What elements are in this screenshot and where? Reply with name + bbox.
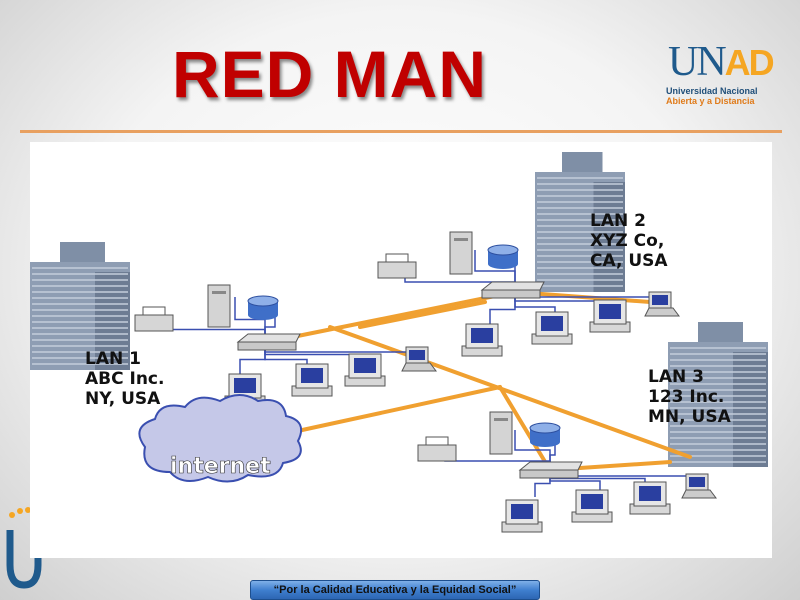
footer-slogan: “Por la Calidad Educativa y la Equidad S… <box>250 580 540 600</box>
laptop-icon <box>681 473 717 499</box>
computer-icon <box>571 489 613 523</box>
lan1-label-location: NY, USA <box>85 389 161 409</box>
network-switch-icon <box>480 281 545 299</box>
laptop-icon <box>401 346 437 372</box>
lan3-label-name: LAN 3 <box>648 367 704 387</box>
computer-icon <box>501 499 543 533</box>
lan2-label-name: LAN 2 <box>590 211 646 231</box>
computer-icon <box>344 353 386 387</box>
lan1-label-company: ABC Inc. <box>85 369 164 389</box>
lan1-label-name: LAN 1 <box>85 349 141 369</box>
side-logo-mark <box>6 507 42 589</box>
network-switch-icon <box>236 333 301 351</box>
storage-disk-icon <box>247 295 279 320</box>
lan2-building <box>535 152 625 292</box>
backbone-link <box>266 290 517 344</box>
computer-icon <box>629 481 671 515</box>
internet-cloud: internet <box>138 394 302 483</box>
computer-icon <box>291 363 333 397</box>
storage-disk-icon <box>529 422 561 447</box>
printer-icon <box>134 306 174 332</box>
logo-line-1: Universidad Nacional <box>666 86 758 96</box>
computer-icon <box>531 311 573 345</box>
title-divider <box>20 130 782 133</box>
computer-icon <box>589 299 631 333</box>
storage-disk-icon <box>487 244 519 269</box>
logo-ad: AD <box>724 42 775 83</box>
backbone-link <box>498 385 552 472</box>
printer-icon <box>417 436 457 462</box>
internet-label: internet <box>170 454 271 479</box>
slide-title: RED MAN <box>172 37 487 111</box>
server-icon <box>449 231 473 275</box>
server-icon <box>207 284 231 328</box>
lan3-label-location: MN, USA <box>648 407 732 427</box>
man-network-svg: internet LAN 1 ABC Inc. NY, USA LAN 2 XY… <box>30 152 768 533</box>
printer-icon <box>377 253 417 279</box>
lan3-label-company: 123 Inc. <box>648 387 724 407</box>
server-icon <box>489 411 513 455</box>
logo-un: UN <box>668 39 727 85</box>
computer-icon <box>461 323 503 357</box>
laptop-icon <box>644 291 680 317</box>
backbone-link <box>268 385 502 439</box>
lan2-label-location: CA, USA <box>590 251 668 271</box>
lan3-building <box>668 322 768 467</box>
lan2-label-company: XYZ Co, <box>590 231 664 251</box>
backbone-link <box>328 325 692 459</box>
network-diagram: internet LAN 1 ABC Inc. NY, USA LAN 2 XY… <box>30 142 772 558</box>
unad-logo: UNAD Universidad Nacional Abierta y a Di… <box>662 34 782 108</box>
network-switch-icon <box>518 461 583 479</box>
lan1-building <box>30 242 130 370</box>
logo-line-2: Abierta y a Distancia <box>666 96 755 106</box>
backbone-link <box>358 300 487 329</box>
